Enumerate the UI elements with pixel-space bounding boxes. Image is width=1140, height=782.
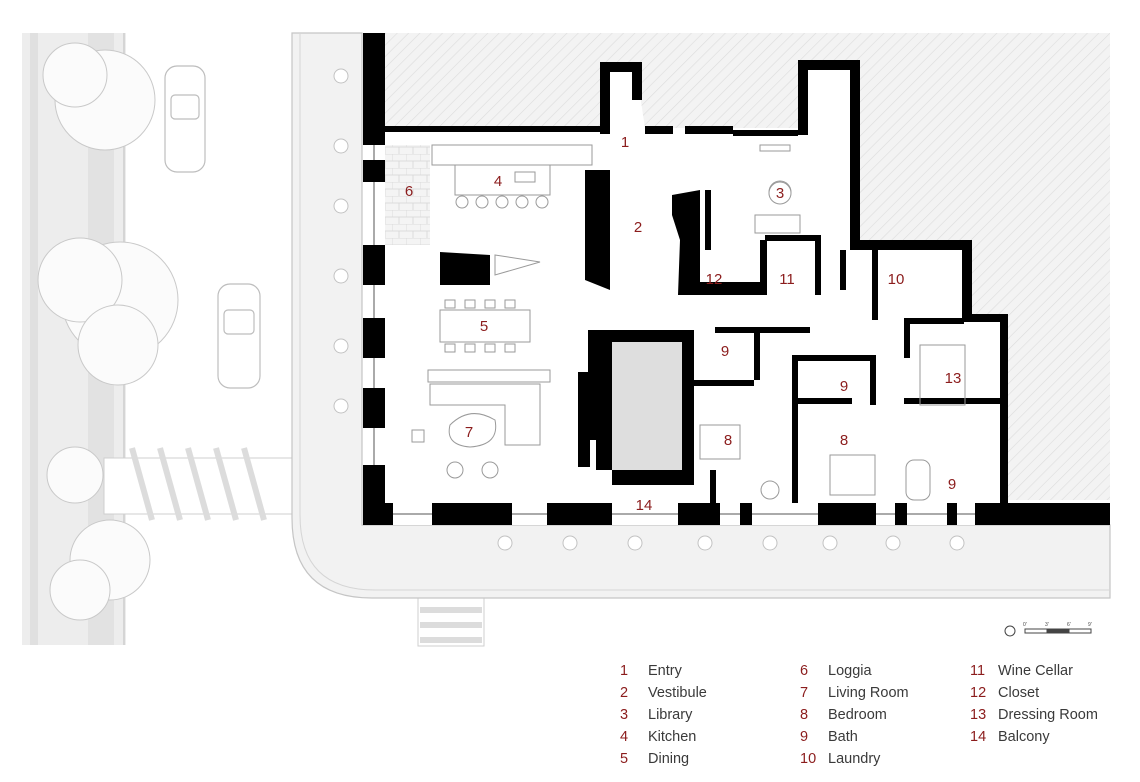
scale-tick-6: 6' bbox=[1067, 622, 1071, 628]
room-label-wine-cellar: 11 bbox=[779, 271, 795, 288]
room-label-living-room: 7 bbox=[465, 424, 473, 441]
scale-tick-0: 0' bbox=[1023, 622, 1027, 628]
room-label-dressing-room: 13 bbox=[945, 370, 962, 387]
room-label-loggia: 6 bbox=[405, 183, 413, 200]
room-label-vestibule: 2 bbox=[634, 219, 642, 236]
scale-tick-9: 9' bbox=[1088, 622, 1092, 628]
room-label-kitchen: 4 bbox=[494, 173, 502, 190]
room-label-bedroom-b: 8 bbox=[840, 432, 848, 449]
windows bbox=[373, 145, 975, 515]
cafe-tables bbox=[333, 68, 965, 551]
sidewalk bbox=[291, 32, 1111, 599]
room-label-bedroom-a: 8 bbox=[724, 432, 732, 449]
room-label-bath-c: 9 bbox=[948, 476, 956, 493]
room-label-entry: 1 bbox=[621, 134, 629, 151]
exterior-walls bbox=[363, 33, 1110, 525]
trees bbox=[37, 42, 179, 621]
loggia-floor bbox=[385, 145, 430, 245]
room-label-laundry: 10 bbox=[888, 271, 905, 288]
room-label-bath-b: 9 bbox=[840, 378, 848, 395]
library-label-circle bbox=[768, 181, 792, 205]
interior-walls bbox=[440, 170, 1000, 503]
room-label-bath-a: 9 bbox=[721, 343, 729, 360]
room-label-library: 3 bbox=[776, 185, 784, 202]
parked-cars bbox=[164, 65, 261, 389]
scale-tick-3: 3' bbox=[1045, 622, 1049, 628]
neighbor-building-hatch bbox=[385, 33, 1110, 500]
room-label-balcony: 14 bbox=[636, 497, 653, 514]
scale-bar bbox=[1004, 625, 1092, 637]
room-label-dining: 5 bbox=[480, 318, 488, 335]
room-label-closet: 12 bbox=[706, 271, 723, 288]
